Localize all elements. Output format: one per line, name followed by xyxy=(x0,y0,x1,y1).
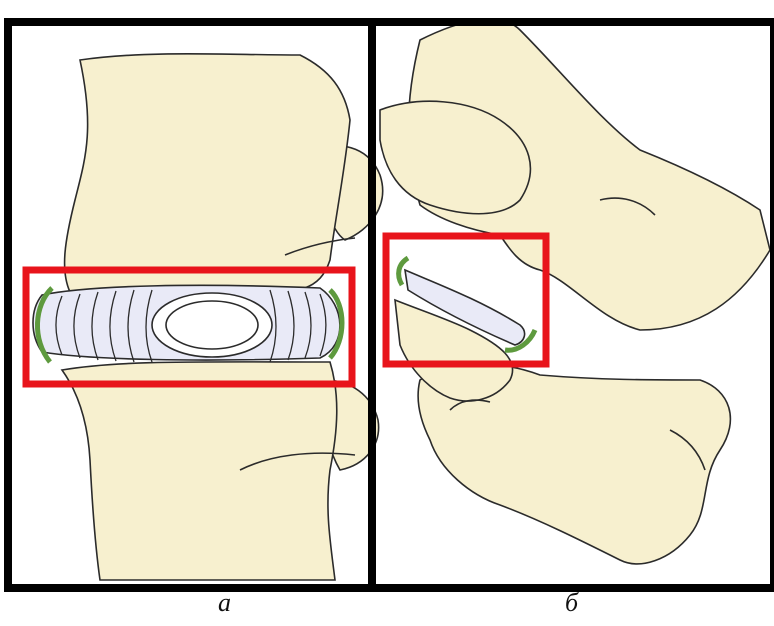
panel-b-vertebra-drawing xyxy=(380,19,770,564)
panel-b-caption: б xyxy=(565,590,578,616)
panel-a-vertebra-drawing xyxy=(33,54,383,580)
panel-a-caption: а xyxy=(218,590,231,616)
upper-vertebral-body xyxy=(65,54,350,293)
nucleus-pulposus-inner xyxy=(166,301,258,349)
lower-vertebral-body xyxy=(62,362,337,580)
